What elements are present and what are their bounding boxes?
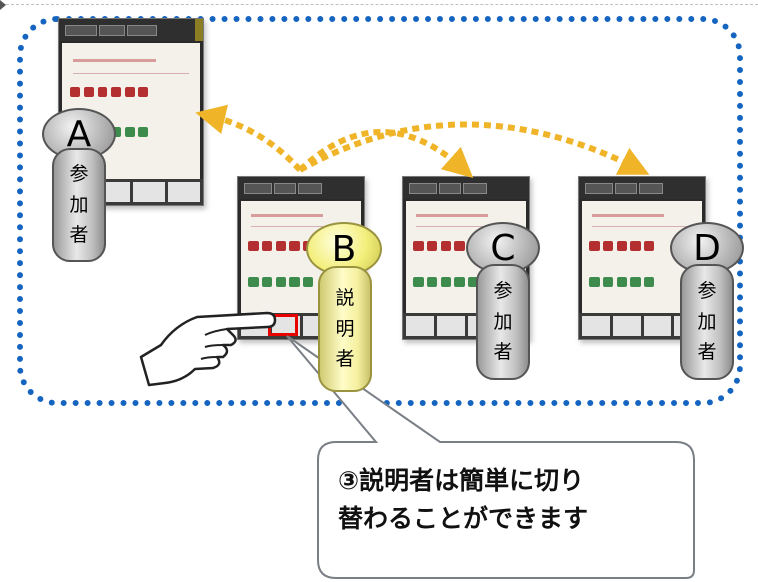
switch-arrow-to-a	[195, 104, 303, 173]
participant-d-figure: D 参 加 者	[668, 222, 748, 382]
callout-bubble	[286, 335, 695, 579]
switch-arrow-to-c	[297, 129, 474, 178]
callout-line-2: 替わることができます	[338, 503, 589, 533]
participant-c-role-char: 参	[493, 280, 513, 303]
participant-d-role-char: 加	[697, 310, 717, 333]
participant-a-role-char: 加	[69, 193, 89, 216]
tablet-tab-icon	[195, 19, 203, 41]
tablet-content	[582, 201, 702, 313]
presenter-b-role-char: 者	[335, 348, 355, 371]
participant-d-role-char: 参	[697, 280, 717, 303]
callout-text: ③説明者は簡単に切り 替わることができます	[338, 462, 678, 537]
participant-c-figure: C 参 加 者	[464, 222, 544, 382]
participant-c-role-char: 者	[493, 341, 513, 364]
tablet-toolbar	[238, 177, 364, 199]
presenter-b-head: B	[306, 222, 382, 276]
switch-arrow-to-d	[298, 121, 650, 175]
participant-d-body: 参 加 者	[680, 264, 734, 380]
participant-a-role-char: 者	[69, 224, 89, 247]
participant-a-role-char: 参	[69, 163, 89, 186]
tablet-toolbar	[59, 19, 203, 41]
presenter-b-role-char: 明	[335, 317, 355, 340]
presenter-b-role-char: 説	[335, 287, 355, 310]
callout-line-1: ③説明者は簡単に切り	[338, 466, 585, 495]
participant-a-body: 参 加 者	[52, 148, 106, 262]
header-divider	[6, 4, 758, 5]
participant-d-role-char: 者	[697, 341, 717, 364]
pointing-hand-icon	[139, 311, 277, 387]
participant-a-figure: A 参 加 者	[40, 108, 120, 268]
presenter-b-figure: B 説 明 者	[304, 222, 384, 392]
participant-c-body: 参 加 者	[476, 264, 530, 380]
slide-marker-icon	[0, 0, 6, 10]
participant-c-role-char: 加	[493, 310, 513, 333]
tablet-toolbar	[579, 177, 705, 199]
tablet-toolbar	[403, 177, 529, 199]
presenter-b-body: 説 明 者	[318, 266, 372, 392]
